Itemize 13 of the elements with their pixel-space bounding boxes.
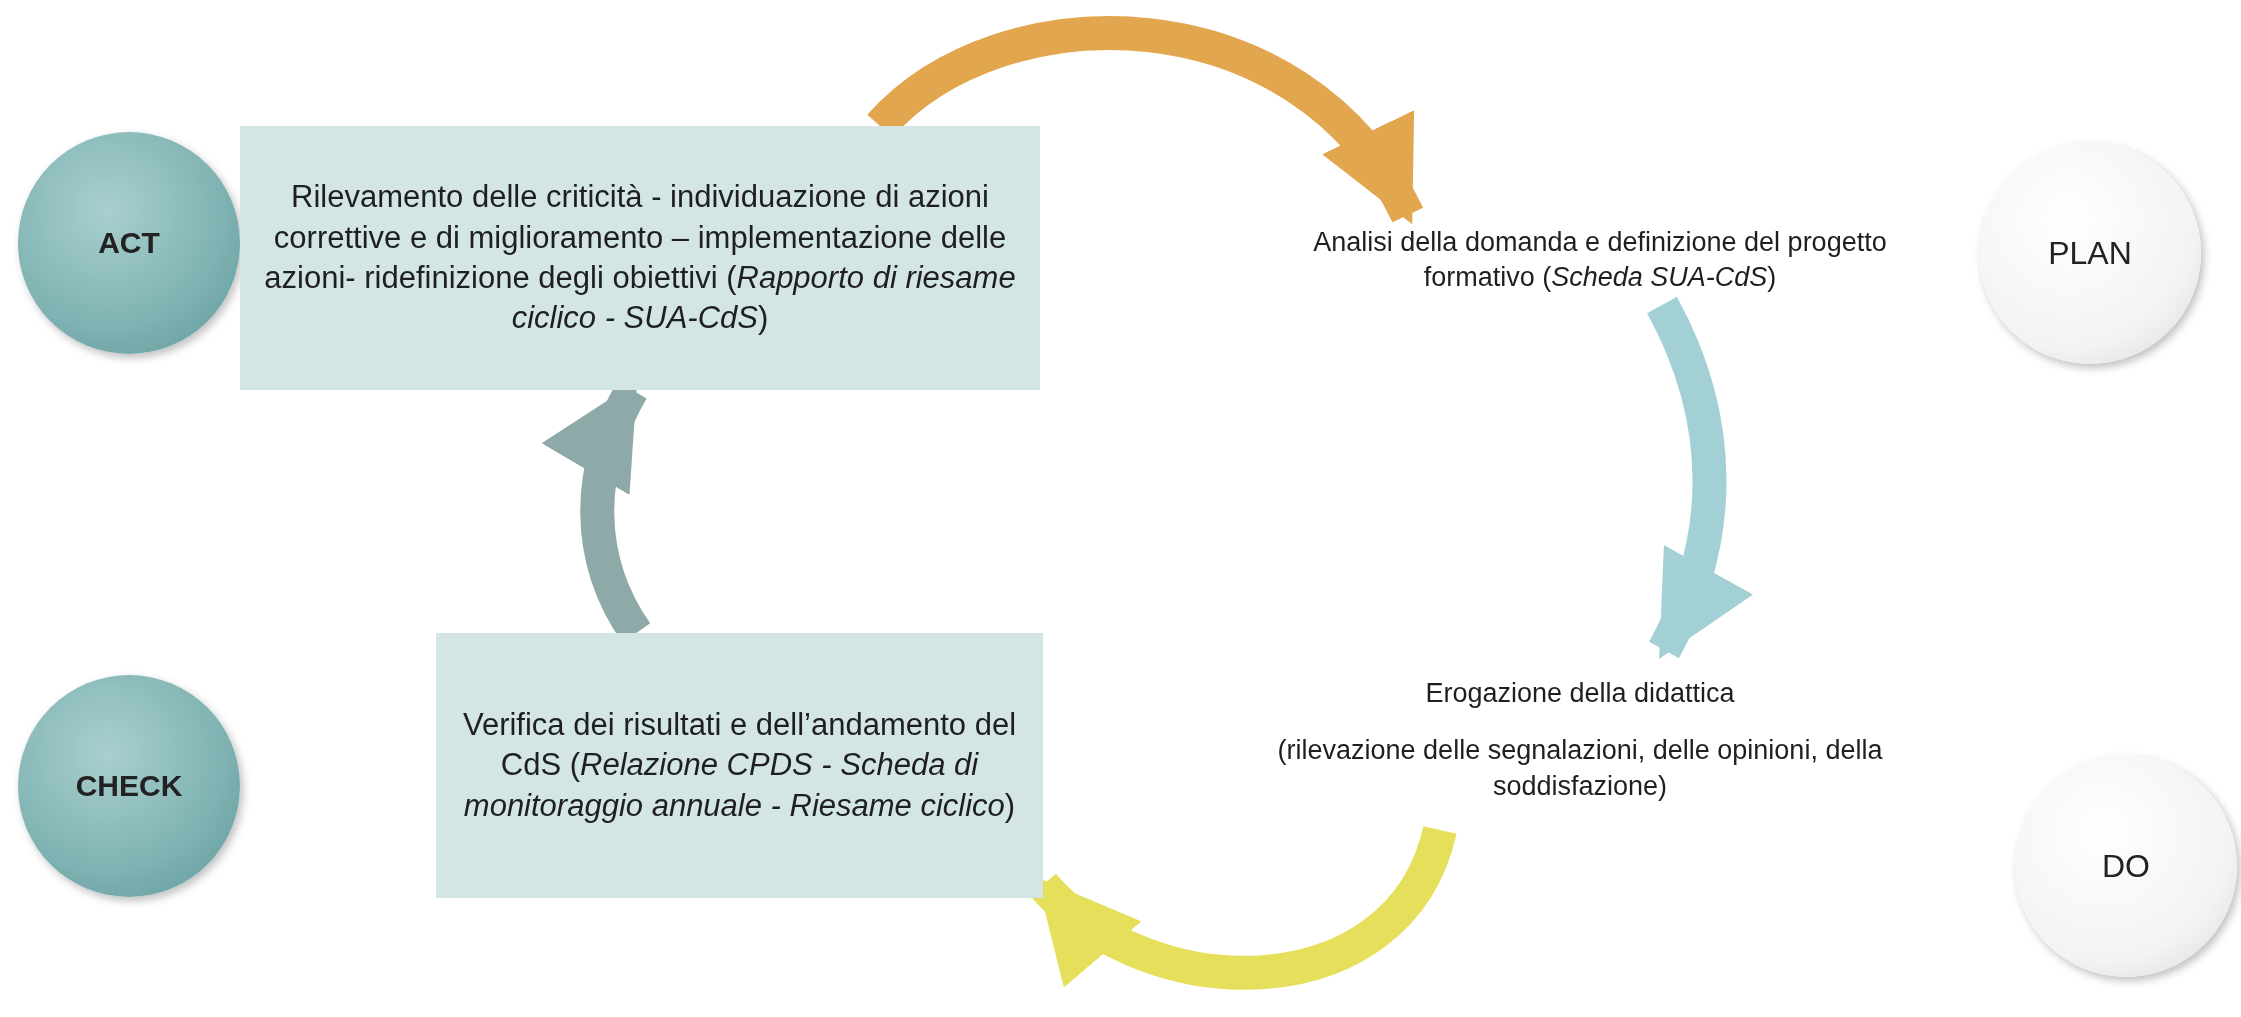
- node-text: Analisi della domanda e definizione del progetto formativo (Scheda SUA-CdS): [1312, 225, 1888, 294]
- phase-label: ACT: [98, 226, 160, 260]
- phase-label: PLAN: [2048, 234, 2132, 272]
- phase-label: CHECK: [75, 769, 183, 803]
- phase-label: DO: [2102, 847, 2150, 885]
- curved-arrow: [868, 16, 1423, 224]
- step-box: [240, 126, 1040, 390]
- node-text: Erogazione della didattica: [1425, 677, 1735, 711]
- node-text: (rilevazione delle segnalazioni, delle opinioni, della soddisfazione): [1276, 734, 1884, 803]
- node-text: Rilevamento delle criticità - individuazione di azioni correttive e di miglioramento – implementazione delle azioni- ridefinizione degli obiettivi (Rapporto di riesame ciclico - SUA-CdS): [263, 178, 1017, 338]
- curved-arrow: [1646, 297, 1751, 660]
- node-text: Verifica dei risultati e dell’andamento del CdS (Relazione CPDS - Scheda di monitoraggio annuale - Riesame ciclico): [461, 706, 1018, 825]
- step-box: [436, 633, 1043, 898]
